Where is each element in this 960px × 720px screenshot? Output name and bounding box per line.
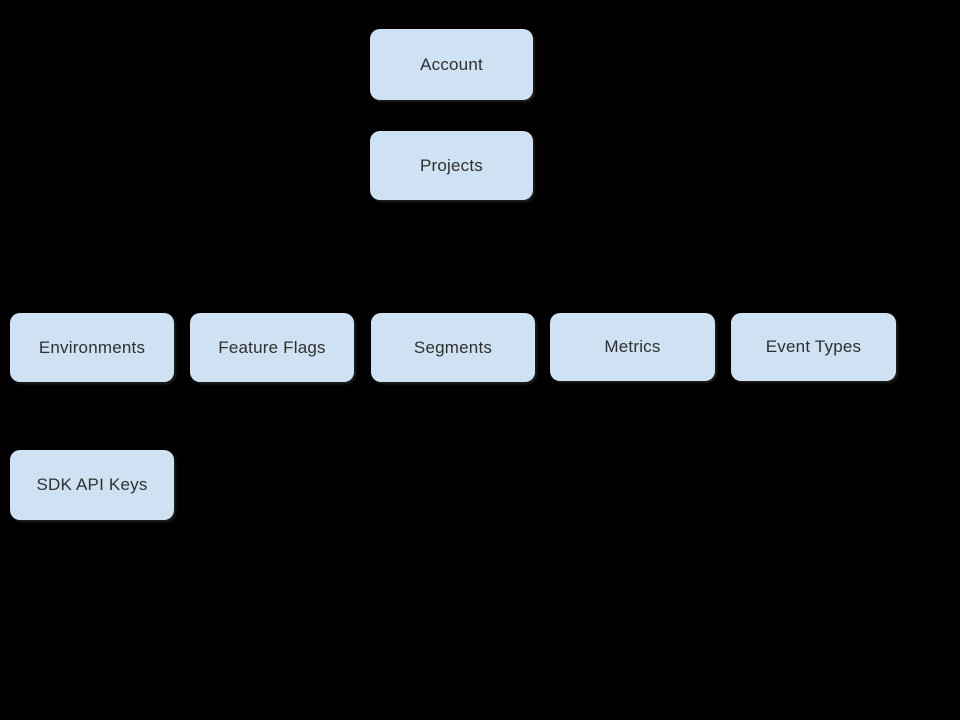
node-segments-label: Segments bbox=[413, 337, 493, 357]
node-metrics: Metrics bbox=[550, 313, 715, 381]
node-environments: Environments bbox=[10, 313, 174, 382]
node-projects: Projects bbox=[370, 131, 533, 200]
node-projects-label: Projects bbox=[419, 155, 483, 175]
node-event-types-label: Event Types bbox=[765, 337, 862, 356]
node-feature-flags-label: Feature Flags bbox=[218, 337, 326, 357]
node-account: Account bbox=[370, 29, 533, 100]
node-sdk-api-keys: SDK API Keys bbox=[10, 450, 174, 520]
node-account-label: Account bbox=[420, 54, 483, 74]
node-environments-label: Environments bbox=[38, 337, 146, 357]
node-event-types: Event Types bbox=[731, 313, 896, 381]
node-sdk-api-keys-label: SDK API Keys bbox=[36, 475, 148, 494]
node-metrics-label: Metrics bbox=[604, 337, 661, 356]
node-feature-flags: Feature Flags bbox=[190, 313, 354, 382]
node-segments: Segments bbox=[371, 313, 535, 382]
